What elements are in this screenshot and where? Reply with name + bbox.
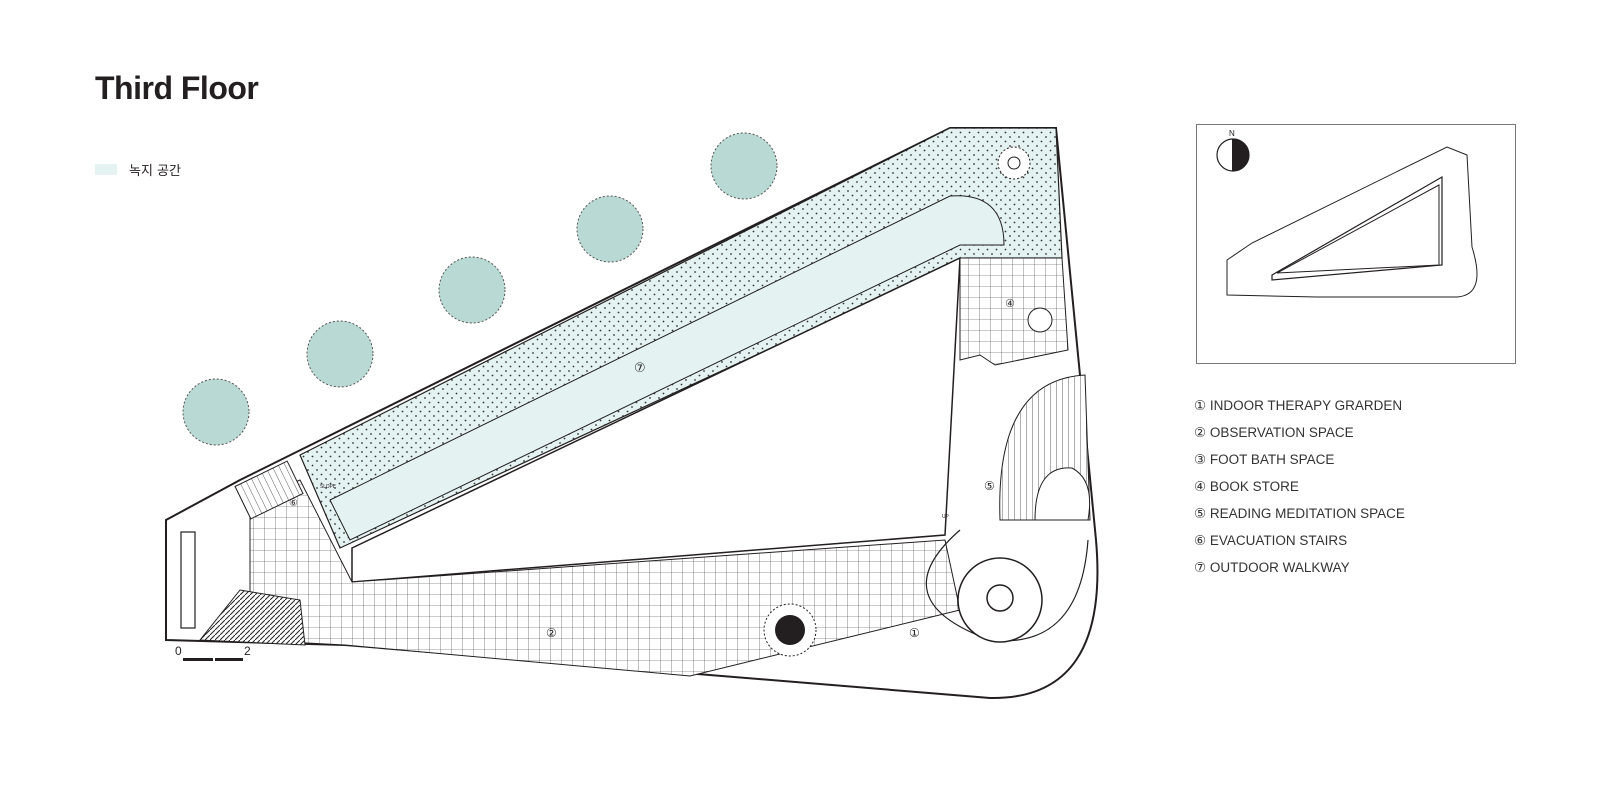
legend-green-space: 녹지 공간 (95, 160, 181, 179)
room-list-item: ④ BOOK STORE (1194, 479, 1299, 494)
garden-marker: ① (909, 626, 920, 640)
tree-2 (306, 320, 374, 388)
left-pool (180, 531, 196, 629)
scale-bar-black (183, 658, 213, 661)
north-label: N (1229, 129, 1235, 138)
room-list-item: ⑤ READING MEDITATION SPACE (1194, 506, 1405, 521)
scale-bar-black-2 (215, 658, 243, 661)
scale-end: 2 (244, 644, 251, 658)
fountain-center (1007, 156, 1021, 170)
legend-green-space-label: 녹지 공간 (129, 164, 181, 179)
page-title: Third Floor (95, 70, 259, 106)
tree-1 (182, 378, 250, 446)
shrub-2 (775, 615, 805, 645)
scale-start: 0 (175, 644, 182, 658)
reading-marker: ⑤ (984, 479, 995, 493)
green-space-swatch (95, 164, 117, 175)
courtyard-void (351, 256, 961, 583)
evacuation-stairs (234, 460, 304, 520)
room-list: ① INDOOR THERAPY GRARDEN ② OBSERVATION S… (1194, 398, 1405, 587)
left-hatch (198, 589, 306, 646)
bookstore-marker: ④ (1005, 297, 1015, 310)
tree-4 (576, 195, 644, 263)
walkway-marker: ⑦ (634, 361, 646, 376)
stairs-marker: ⑥ (289, 498, 298, 509)
spiral-stair-inner (986, 584, 1014, 612)
room-list-item: ① INDOOR THERAPY GRARDEN (1194, 398, 1403, 413)
tree-group (182, 132, 778, 446)
observation-marker: ② (546, 626, 557, 640)
tree-5 (710, 132, 778, 200)
tree-3 (438, 256, 506, 324)
room-list-item: ② OBSERVATION SPACE (1194, 425, 1354, 440)
walkway-path (329, 195, 1005, 541)
north-arrow-half (1233, 139, 1249, 171)
room-list-item: ③ FOOT BATH SPACE (1194, 452, 1335, 467)
foot-bath (1027, 307, 1053, 333)
room-list-item: ⑦ OUTDOOR WALKWAY (1194, 560, 1350, 575)
bookstore-floor (959, 257, 1069, 366)
up-label: UP (942, 514, 949, 520)
reading-seat (1034, 467, 1091, 521)
key-map: N (1196, 124, 1516, 364)
room-list-item: ⑥ EVACUATION STAIRS (1194, 533, 1348, 548)
key-walkway (1276, 184, 1440, 274)
key-map-drawing: N (1216, 129, 1478, 298)
slope-label: SLOPE (320, 484, 336, 490)
